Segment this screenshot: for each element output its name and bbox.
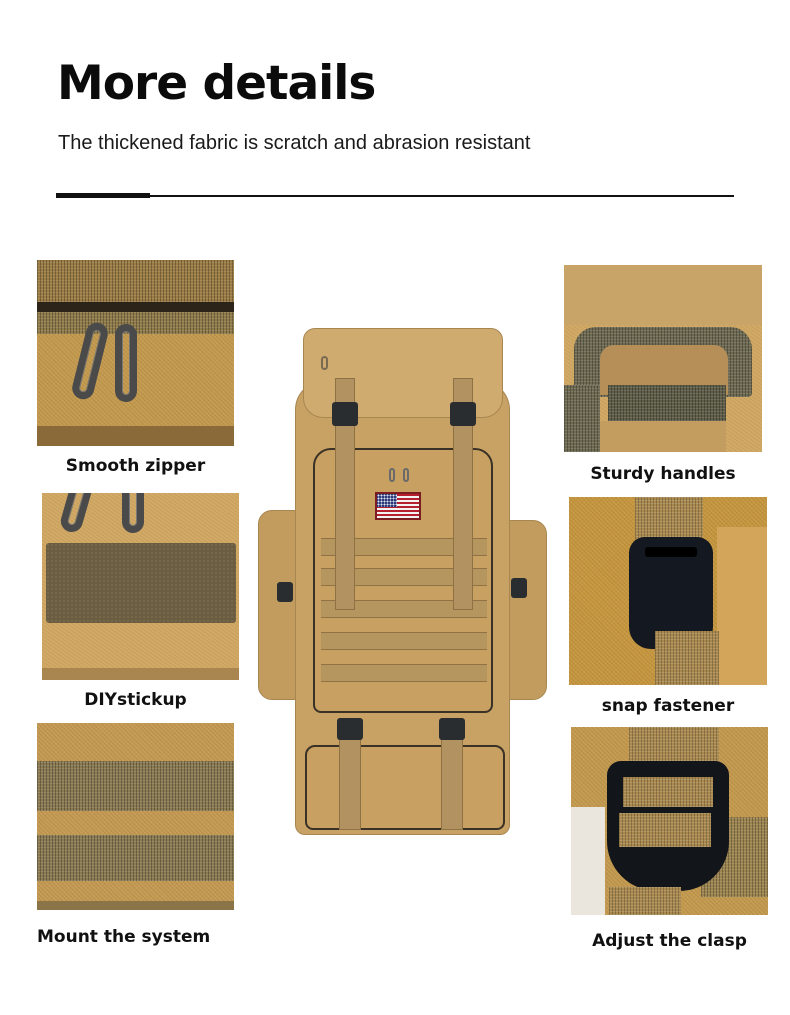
buckle-closeup-image	[569, 497, 767, 685]
zipper-pull-icon	[58, 493, 100, 535]
strap	[655, 631, 719, 685]
page-title: More details	[57, 56, 376, 111]
velcro-patch	[46, 543, 236, 623]
molle-strap	[37, 761, 234, 811]
backpack-product-image	[255, 320, 550, 840]
molle-strap	[37, 835, 234, 881]
ladder-lock-closeup-image	[571, 727, 768, 915]
buckle-icon	[332, 402, 358, 426]
us-flag-patch	[375, 492, 421, 520]
divider-line	[56, 195, 734, 197]
zipper-closeup-image	[37, 260, 234, 446]
strap	[609, 887, 681, 915]
feature-label-smooth-zipper: Smooth zipper	[65, 456, 206, 476]
divider-accent	[56, 193, 150, 198]
velcro-patch-closeup-image	[42, 493, 239, 680]
feature-label-diy-stickup: DIYstickup	[84, 690, 187, 710]
page-subtitle: The thickened fabric is scratch and abra…	[58, 132, 531, 154]
zipper-pull-icon	[122, 493, 144, 533]
feature-label-mount-system: Mount the system	[37, 927, 211, 947]
feature-label-adjust-clasp: Adjust the clasp	[592, 931, 747, 951]
buckle-icon	[450, 402, 476, 426]
handle-closeup-image	[564, 265, 762, 452]
strap	[629, 727, 719, 767]
feature-label-snap-fastener: snap fastener	[601, 696, 735, 716]
zipper-pull-icon	[115, 324, 137, 402]
feature-label-sturdy-handles: Sturdy handles	[590, 464, 736, 484]
molle-webbing-closeup-image	[37, 723, 234, 910]
